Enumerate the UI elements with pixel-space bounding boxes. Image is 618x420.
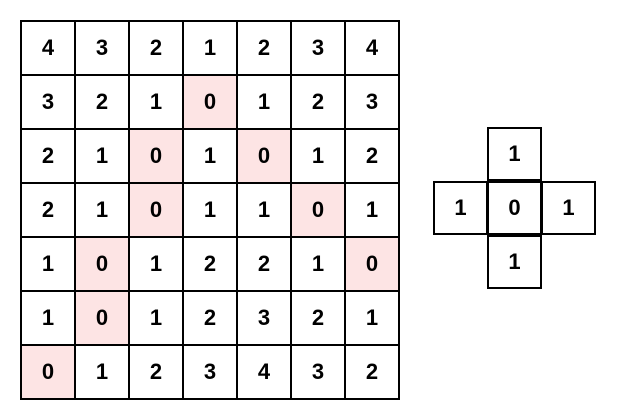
grid-cell: 0: [184, 76, 238, 130]
grid-cell: 2: [238, 238, 292, 292]
grid-cell: 1: [346, 184, 400, 238]
grid-cell: 2: [22, 184, 76, 238]
grid-cell: 1: [76, 184, 130, 238]
cross-kernel: 1 1 0 1 1: [433, 127, 598, 290]
grid-cell: 1: [184, 22, 238, 76]
grid-cell: 3: [292, 346, 346, 400]
kernel-cell-left: 1: [433, 181, 488, 235]
grid-cell: 1: [22, 292, 76, 346]
grid-cell: 1: [184, 130, 238, 184]
grid-cell: 4: [346, 22, 400, 76]
grid-cell: 3: [76, 22, 130, 76]
grid-cell: 3: [238, 292, 292, 346]
grid-cell: 1: [292, 130, 346, 184]
grid-cell: 4: [238, 346, 292, 400]
grid-cell: 1: [76, 346, 130, 400]
grid-cell: 2: [22, 130, 76, 184]
grid-cell: 1: [184, 184, 238, 238]
grid-cell: 1: [22, 238, 76, 292]
grid-cell: 0: [130, 184, 184, 238]
grid-cell: 2: [184, 292, 238, 346]
grid-cell: 0: [22, 346, 76, 400]
kernel-cell-bottom: 1: [487, 235, 542, 289]
grid-cell: 0: [76, 238, 130, 292]
grid-cell: 1: [130, 292, 184, 346]
grid-cell: 2: [76, 76, 130, 130]
grid-cell: 1: [238, 76, 292, 130]
grid-cell: 2: [346, 346, 400, 400]
kernel-cell-top: 1: [487, 127, 542, 181]
grid-cell: 1: [130, 76, 184, 130]
grid-cell: 0: [292, 184, 346, 238]
grid-cell: 2: [346, 130, 400, 184]
grid-cell: 2: [130, 22, 184, 76]
grid-cell: 1: [292, 238, 346, 292]
grid-cell: 4: [22, 22, 76, 76]
grid-cell: 0: [130, 130, 184, 184]
grid-cell: 2: [130, 346, 184, 400]
kernel-cell-center: 0: [487, 181, 542, 235]
grid-cell: 1: [238, 184, 292, 238]
grid-cell: 1: [346, 292, 400, 346]
grid-cell: 2: [238, 22, 292, 76]
kernel-cell-right: 1: [541, 181, 596, 235]
grid-cell: 2: [292, 76, 346, 130]
grid-cell: 0: [346, 238, 400, 292]
grid-cell: 2: [292, 292, 346, 346]
grid-cell: 0: [76, 292, 130, 346]
grid-cell: 3: [22, 76, 76, 130]
grid-cell: 3: [184, 346, 238, 400]
grid-cell: 1: [130, 238, 184, 292]
grid-cell: 0: [238, 130, 292, 184]
grid-cell: 3: [346, 76, 400, 130]
grid-cell: 1: [76, 130, 130, 184]
grid-cell: 3: [292, 22, 346, 76]
grid-cell: 2: [184, 238, 238, 292]
